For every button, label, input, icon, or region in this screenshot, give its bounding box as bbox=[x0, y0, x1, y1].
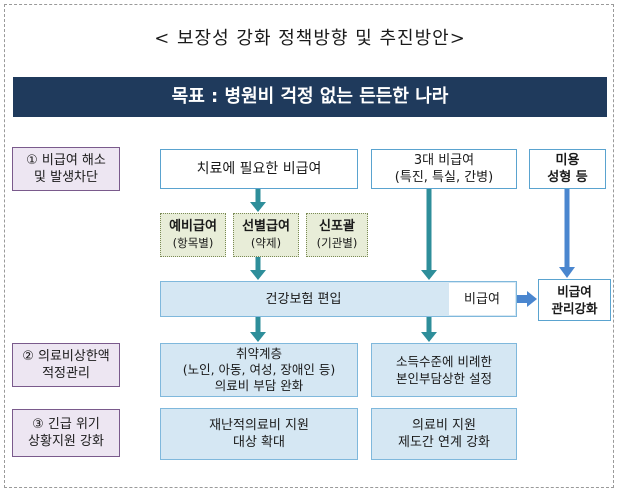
preliminary-benefit-box: 예비급여 (항목별) bbox=[160, 213, 226, 257]
arrow-nonpaid-to-management-head bbox=[527, 291, 537, 307]
new-drg-box: 신포괄 (기관별) bbox=[306, 213, 368, 257]
nonpaid-inline-box: 비급여 bbox=[449, 283, 515, 315]
needed-nonpaid-box: 치료에 필요한 비급여 bbox=[160, 149, 358, 189]
selective-benefit-box: 선별급여 (약제) bbox=[233, 213, 299, 257]
arrow-cosmetic-to-management-head bbox=[559, 267, 575, 278]
goal-banner: 목표 : 병원비 걱정 없는 든든한 나라 bbox=[13, 77, 607, 117]
selective-benefit-label: 선별급여 bbox=[242, 219, 290, 234]
diagram-title: < 보장성 강화 정책방향 및 추진방안> bbox=[154, 28, 466, 49]
arrow-insurance-to-income-cap-head bbox=[421, 332, 437, 342]
preliminary-benefit-label: 예비급여 bbox=[169, 219, 217, 234]
health-insurance-label: 건강보험 편입 bbox=[265, 291, 342, 307]
arrow-needed-to-sub-head bbox=[250, 202, 266, 212]
three-nonpaid-box: 3대 비급여(특진, 특실, 간병) bbox=[371, 149, 517, 189]
arrow-insurance-to-vulnerable-head bbox=[250, 332, 266, 342]
preliminary-benefit-sub: (항목별) bbox=[172, 236, 214, 250]
vulnerable-group-box: 취약계층(노인, 아동, 여성, 장애인 등)의료비 부담 완화 bbox=[160, 343, 358, 397]
new-drg-label: 신포괄 bbox=[319, 219, 355, 234]
selective-benefit-sub: (약제) bbox=[250, 236, 282, 250]
new-drg-sub: (기관별) bbox=[316, 236, 358, 250]
arrow-three-to-insurance-head bbox=[421, 270, 437, 280]
arrow-sub-to-insurance-head bbox=[250, 270, 266, 280]
diagram-frame bbox=[4, 4, 614, 488]
